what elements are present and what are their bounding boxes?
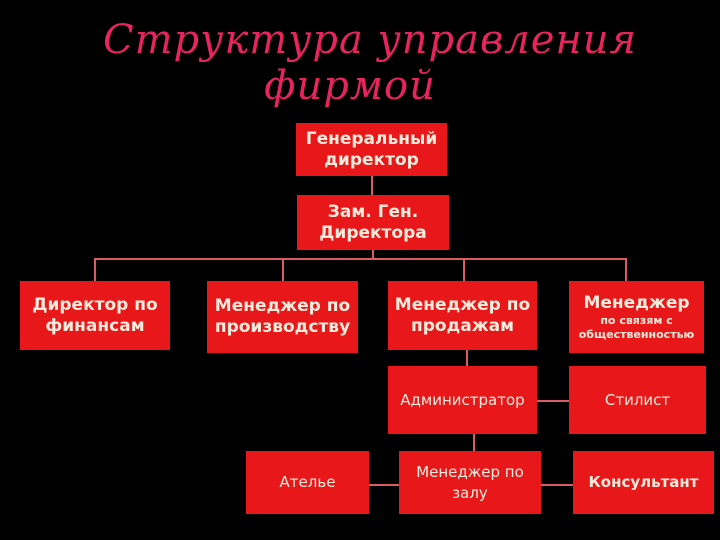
node-label-line2: директор [324,149,419,170]
connector-bus-to-sales [463,258,465,281]
node-label-line1: Менеджер по [214,296,351,316]
node-label-line3: общественностью [578,327,695,341]
connector-bus [94,258,627,260]
node-label-line2: Директора [319,222,427,243]
connector-deputy-to-bus [372,250,374,260]
node-label-line1: Менеджер по [416,462,524,481]
connector-atelier-to-hall-manager [369,484,399,486]
node-general-director: Генеральный директор [296,123,447,176]
node-label-line1: Директор по [32,294,158,315]
node-label-line1: Менеджер [583,292,690,313]
connector-bus-to-pr [625,258,627,281]
connector-administrator-to-hall-manager [473,434,475,451]
node-label-line2: продажам [410,315,515,336]
node-hall-manager: Менеджер по залу [399,451,541,514]
node-deputy-director: Зам. Ген. Директора [297,195,449,250]
connector-hall-manager-to-consultant [541,484,573,486]
node-production-manager: Менеджер по производству [207,281,358,353]
node-label-line2: залу [452,483,488,502]
diagram-title-line1: Структура управления [103,17,637,63]
node-consultant: Консультант [573,451,714,514]
node-label-line1: Менеджер по [394,294,531,315]
connector-bus-to-production [282,258,284,281]
node-atelier: Ателье [246,451,369,514]
node-sales-manager: Менеджер по продажам [388,281,537,350]
node-label: Стилист [604,390,671,409]
node-label-line2: производству [214,317,351,337]
connector-sales-to-administrator [466,350,468,366]
node-label: Ателье [279,473,336,491]
node-finance-director: Директор по финансам [20,281,170,350]
node-label-line2: финансам [45,315,145,336]
node-pr-manager: Менеджер по связям с общественностью [569,281,704,353]
node-stylist: Стилист [569,366,706,434]
diagram-title-line2: фирмой [264,63,436,109]
node-label-line2: по связям с [600,313,673,327]
node-label: Консультант [588,473,699,491]
node-label-line1: Генеральный [305,128,438,149]
connector-administrator-to-stylist [537,400,569,402]
node-administrator: Администратор [388,366,537,434]
connector-general-to-deputy [371,176,373,195]
connector-bus-to-finance [94,258,96,281]
node-label-line1: Зам. Ген. [327,201,419,222]
node-label: Администратор [400,390,525,409]
